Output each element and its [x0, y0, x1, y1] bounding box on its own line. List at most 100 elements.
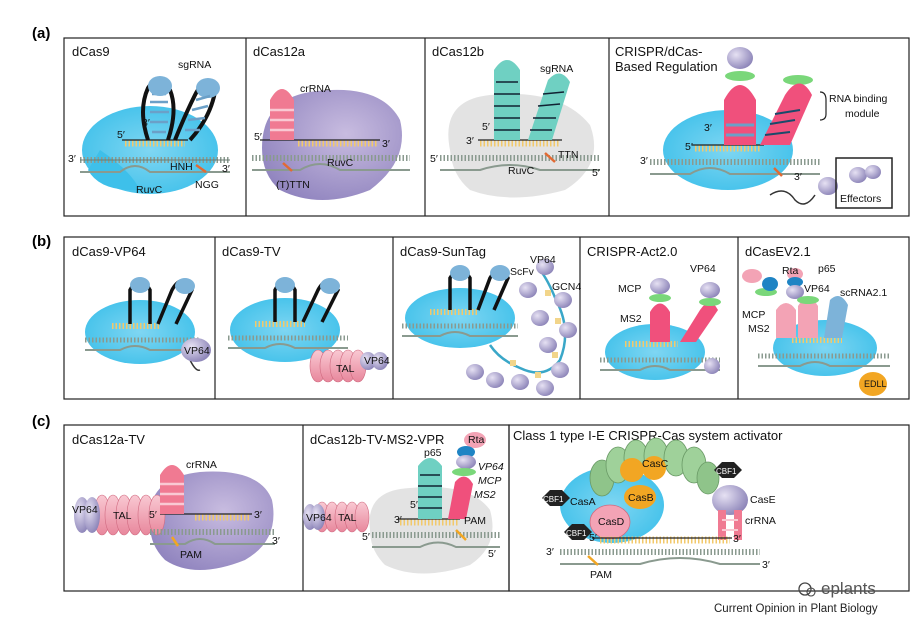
- journal-credit: Current Opinion in Plant Biology: [714, 603, 878, 615]
- end-3-label: 3′: [762, 559, 770, 571]
- end-3-label: 3′: [466, 135, 474, 147]
- section-label-c: (c): [32, 413, 50, 430]
- end-5-label: 5′: [685, 141, 693, 153]
- end-3-label: 3′: [704, 122, 712, 134]
- gcn4-label: GCN4: [552, 281, 581, 293]
- panel-dcas12b-tv-ms2-vpr: dCas12b-TV-MS2-VPR Rta p65 VP64 MCP MS2 …: [303, 432, 504, 574]
- pam-label: PAM: [590, 569, 612, 581]
- tal-label: TAL: [113, 510, 132, 522]
- pam-label: TTN: [558, 149, 578, 161]
- panel-title-line2: Based Regulation: [615, 59, 718, 74]
- pam-label: PAM: [464, 515, 486, 527]
- cbf1-label: CBF1: [716, 467, 737, 476]
- end-5-label: 5′: [488, 548, 496, 560]
- rta-label: Rta: [782, 265, 799, 277]
- vp64-label: VP64: [530, 254, 556, 266]
- edll-domain: [859, 372, 887, 396]
- panel-crispr-regulation: CRISPR/dCas- Based Regulation RNA bindin…: [615, 44, 893, 209]
- casb-protein: [624, 485, 656, 509]
- sgrna-label: sgRNA: [540, 63, 573, 75]
- crrna-label: crRNA: [300, 83, 331, 95]
- panel-dcas12a: dCas12a crRNA 5′ 3′ RuvC (T)TTN: [252, 44, 410, 200]
- end-5-label: 5′: [482, 121, 490, 133]
- ruvc-label: RuvC: [136, 184, 163, 196]
- panel-dcas9-vp64: dCas9-VP64 VP64: [72, 244, 211, 372]
- ruvc-label: RuvC: [508, 165, 535, 177]
- end-3-label: 3′: [68, 153, 76, 165]
- effector-domain: [727, 47, 753, 69]
- panel-title: dCas12a-TV: [72, 432, 145, 447]
- dna-duplex: [80, 157, 230, 174]
- watermark: eplants: [798, 579, 876, 598]
- crrna-label: crRNA: [186, 459, 217, 471]
- vp64-label: VP64: [364, 355, 390, 367]
- vp64-label: VP64: [804, 283, 830, 295]
- case-label: CasE: [750, 494, 776, 506]
- vp64-label: VP64: [306, 512, 332, 524]
- ngg-label: NGG: [195, 179, 219, 191]
- casb-label: CasB: [628, 492, 654, 504]
- section-label-a: (a): [32, 25, 50, 42]
- ms2-label: MS2: [474, 489, 496, 501]
- mcp-label: MCP: [478, 475, 501, 487]
- section-label-b: (b): [32, 233, 51, 250]
- vp64-label: VP64: [478, 461, 504, 473]
- end-3-label: 3′: [640, 155, 648, 167]
- panel-dcas9-suntag: dCas9-SunTag VP64 ScFv: [400, 244, 581, 396]
- panel-dcas12b: dCas12b sgRNA 5′ 3′ TTN 5′ 5′ RuvC: [430, 44, 600, 198]
- pam-label: (T)TTN: [276, 179, 310, 191]
- scrna-label: scRNA2.1: [840, 287, 887, 299]
- end-3-label: 3′: [394, 514, 402, 526]
- casc-label: CasC: [642, 458, 669, 470]
- edll-label: EDLL: [864, 379, 887, 389]
- panel-title: dCas9-SunTag: [400, 244, 486, 259]
- panel-title: dCas12a: [253, 44, 306, 59]
- ms2-label: MS2: [748, 323, 770, 335]
- panel-title: dCas9-VP64: [72, 244, 146, 259]
- end-5-label: 5′: [149, 509, 157, 521]
- mcp-label: MCP: [742, 309, 765, 321]
- hnh-label: HNH: [170, 161, 193, 173]
- panel-a-frame: [63, 37, 910, 217]
- casd-label: CasD: [598, 516, 625, 528]
- panel-title: CRISPR-Act2.0: [587, 244, 677, 259]
- panel-dcas9-tv: dCas9-TV TAL VP64: [222, 244, 390, 383]
- effectors-label: Effectors: [840, 193, 881, 205]
- crrna-label: crRNA: [745, 515, 776, 527]
- sgrna-label: sgRNA: [178, 59, 211, 71]
- p65-label: p65: [424, 447, 442, 459]
- vp64-array: [466, 259, 577, 396]
- panel-title: dCas12b: [432, 44, 484, 59]
- end-5-label: 5′: [117, 129, 125, 141]
- panel-title: dCas12b-TV-MS2-VPR: [310, 432, 444, 447]
- end-3-label: 3′: [142, 117, 150, 129]
- watermark-text: eplants: [821, 579, 876, 598]
- cbf1-label: CBF1: [566, 529, 587, 538]
- panel-title: dCas9-TV: [222, 244, 281, 259]
- tal-label: TAL: [336, 363, 355, 375]
- tal-repeats: [309, 349, 367, 383]
- scfv-label: ScFv: [510, 266, 535, 278]
- cbf1-label: CBF1: [543, 495, 564, 504]
- rna-binding-label-line2: module: [845, 108, 880, 120]
- end-5-label: 5′: [430, 153, 438, 165]
- rna-binding-label-line1: RNA binding: [829, 93, 888, 105]
- tal-repeats: [314, 501, 370, 533]
- vp64-label: VP64: [690, 263, 716, 275]
- end-3-label: 3′: [254, 509, 262, 521]
- panel-title-line1: CRISPR/dCas-: [615, 44, 702, 59]
- casa-label: CasA: [570, 496, 596, 508]
- panel-class1-type-ie: Class 1 type I-E CRISPR-Cas system activ…: [513, 428, 783, 581]
- panel-crispr-act2: CRISPR-Act2.0 VP64 MCP MS2: [587, 244, 721, 380]
- panel-b-frame: [63, 236, 910, 400]
- end-3-label: 3′: [546, 546, 554, 558]
- panel-title: dCasEV2.1: [745, 244, 811, 259]
- cbf1-domain: [542, 490, 570, 506]
- panel-title: dCas9: [72, 44, 110, 59]
- end-3-label: 3′: [794, 171, 802, 183]
- end-5-label: 5′: [589, 532, 597, 544]
- panel-dcas9: dCas9 sgRNA 5′ 3′ 3′ 3′ HNH RuvC NGG: [68, 44, 230, 196]
- mcp-label: MCP: [618, 283, 641, 295]
